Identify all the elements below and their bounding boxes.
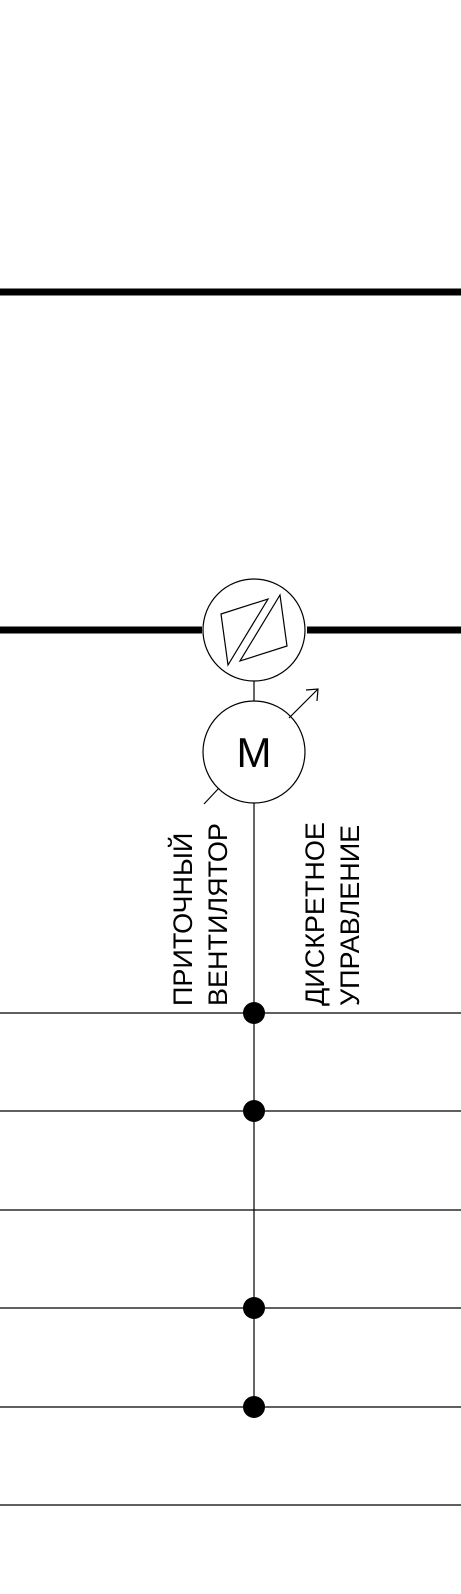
bus-lines (0, 1012, 461, 1506)
motor-leader-line (203, 787, 220, 805)
fan-label-line1: ПРИТОЧНЫЙ (167, 833, 198, 1006)
control-label-line1: ДИСКРЕТНОЕ (300, 822, 330, 1006)
junction-dot-2 (243, 1100, 265, 1122)
junction-dot-1 (243, 1002, 265, 1024)
junction-dot-4 (243, 1396, 265, 1418)
motor-letter: M (237, 729, 272, 776)
control-label-line2: УПРАВЛЕНИЕ (335, 825, 365, 1006)
junction-dot-3 (243, 1297, 265, 1319)
fan-label-line2: ВЕНТИЛЯТОР (203, 823, 233, 1006)
control-label: ДИСКРЕТНОЕ УПРАВЛЕНИЕ (300, 822, 365, 1006)
fan-symbol (202, 578, 306, 682)
motor-arrow-icon (288, 688, 319, 719)
motor-arrowhead (305, 688, 319, 702)
motor-symbol: M (202, 700, 306, 804)
fan-label: ПРИТОЧНЫЙ ВЕНТИЛЯТОР (167, 823, 233, 1006)
